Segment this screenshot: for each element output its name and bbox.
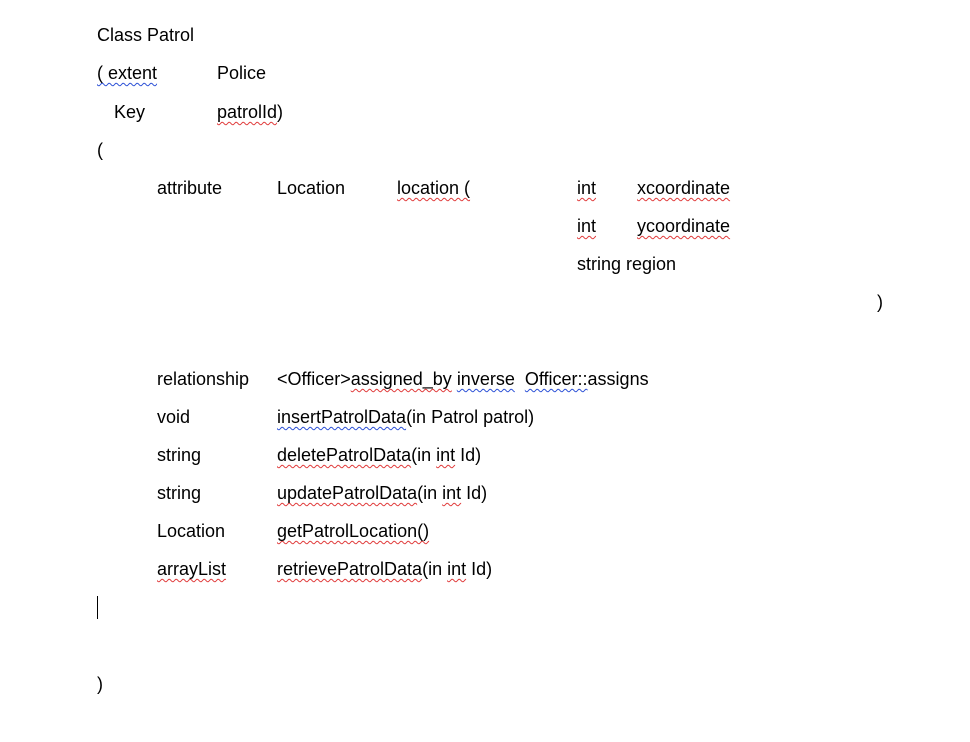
op5-signature: retrievePatrolData(in int Id) <box>277 559 493 579</box>
attribute-keyword: attribute <box>157 178 223 198</box>
class-declaration: Class Patrol <box>97 25 195 45</box>
op1-return-type: void <box>157 407 191 427</box>
attribute-close-paren: ) <box>877 292 883 312</box>
relationship-keyword: relationship <box>157 369 250 389</box>
op2-signature: deletePatrolData(in int Id) <box>277 445 482 465</box>
open-paren: ( <box>97 140 103 160</box>
close-paren: ) <box>97 674 103 694</box>
key-keyword: Key <box>114 102 146 122</box>
op4-return-type: Location <box>157 521 226 541</box>
field-type-int-2: int <box>577 216 597 236</box>
op4-signature: getPatrolLocation() <box>277 521 430 541</box>
key-name: patrolId) <box>217 102 284 122</box>
extent-keyword: ( extent <box>97 63 158 83</box>
attribute-name: location ( <box>397 178 471 198</box>
op1-signature: insertPatrolData(in Patrol patrol) <box>277 407 535 427</box>
field-name-xcoordinate: xcoordinate <box>637 178 731 198</box>
op3-return-type: string <box>157 483 202 503</box>
attribute-type: Location <box>277 178 346 198</box>
field-region: string region <box>577 254 677 274</box>
extent-name: Police <box>217 63 267 83</box>
field-type-int-1: int <box>577 178 597 198</box>
op3-signature: updatePatrolData(in int Id) <box>277 483 488 503</box>
field-name-ycoordinate: ycoordinate <box>637 216 731 236</box>
op2-return-type: string <box>157 445 202 465</box>
relationship-definition: <Officer>assigned_by inverse Officer::as… <box>277 369 649 389</box>
op5-return-type: arrayList <box>157 559 227 579</box>
text-cursor[interactable] <box>97 596 98 619</box>
